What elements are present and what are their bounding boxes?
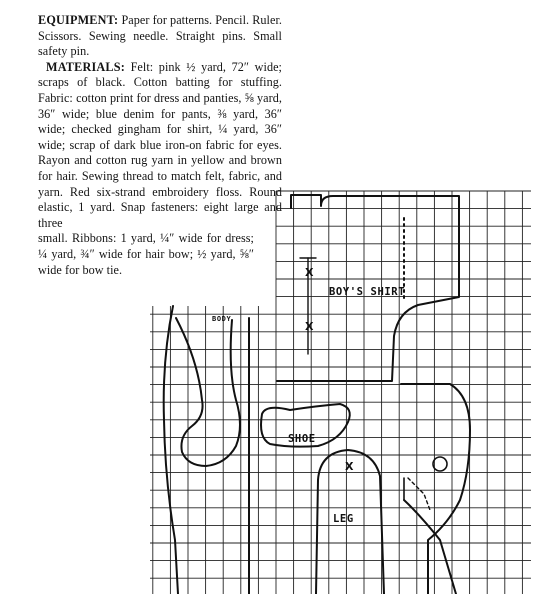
boys-shirt-label: BOY'S SHIRT: [329, 286, 405, 298]
materials-paragraph: MATERIALS: Felt: pink ½ yard, 72″ wide; …: [38, 60, 282, 232]
leg-label: LEG: [333, 513, 354, 525]
arm-dart: [407, 477, 431, 511]
body-leg-outline: [175, 317, 241, 467]
materials-text-b: small. Ribbons: 1 yard, ¼″ wide for dres…: [38, 231, 254, 277]
boys-shirt-outline: [276, 194, 460, 382]
equipment-label: EQUIPMENT:: [38, 13, 119, 27]
pattern-grid: [150, 190, 531, 594]
shoe-label: SHOE: [288, 433, 316, 445]
pattern-pieces: [162, 194, 471, 594]
materials-text-a: Felt: pink ½ yard, 72″ wide; scraps of b…: [38, 59, 282, 230]
equipment-paragraph: EQUIPMENT: Paper for patterns. Pencil. R…: [38, 13, 282, 60]
body-partial-label: BODY: [212, 315, 231, 323]
body-edge-left: [162, 305, 179, 594]
leg-outline: [315, 449, 385, 594]
x-mark-shirt-lower: X: [305, 320, 314, 333]
materials-paragraph-cont: small. Ribbons: 1 yard, ¼″ wide for dres…: [38, 231, 254, 278]
x-mark-leg: X: [345, 460, 354, 473]
equipment-text: Paper for patterns. Pencil. Ruler. Sciss…: [38, 13, 282, 59]
eye-circle: [432, 456, 448, 472]
x-mark-shirt-upper: X: [305, 266, 314, 279]
materials-label: MATERIALS:: [46, 59, 125, 74]
arm-outline: [400, 383, 471, 594]
arm-inner: [403, 499, 457, 594]
instructions-text: EQUIPMENT: Paper for patterns. Pencil. R…: [38, 13, 282, 278]
pattern-labels: BOY'S SHIRT SHOE LEG BODY X X X: [212, 266, 405, 525]
shoe-outline: [260, 403, 351, 448]
